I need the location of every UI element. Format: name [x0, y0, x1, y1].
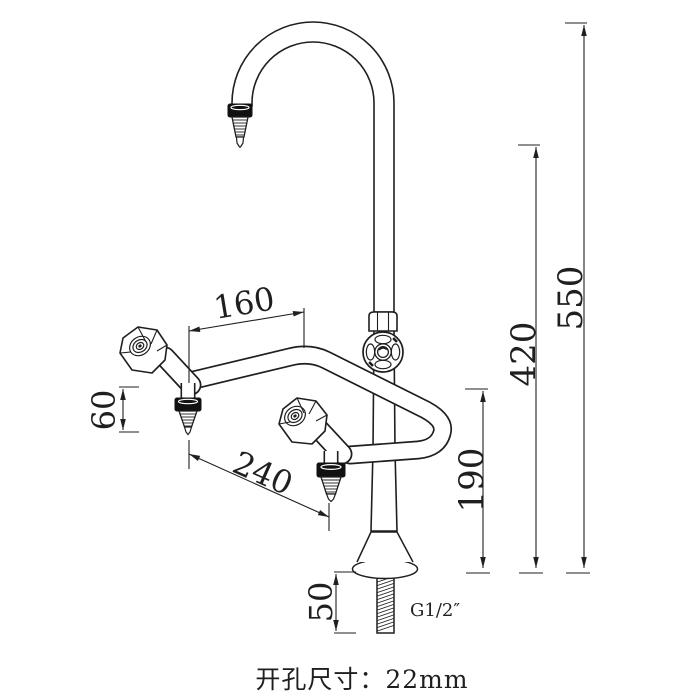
dim-spout-outlet-height-420 [518, 144, 543, 574]
dim-total-height-label: 550 [551, 266, 591, 331]
right-valve-knob [278, 397, 328, 445]
wheel-tick-sw [368, 361, 374, 367]
left-outlet-nozzle [174, 397, 202, 436]
right-valve [278, 397, 353, 503]
threaded-shank [376, 575, 395, 634]
hole-size-caption: 开孔尺寸：22mm [255, 665, 468, 694]
right-nozzle-serrations [322, 479, 340, 493]
dim-outlet-span-240 [188, 440, 330, 531]
hex-nut [368, 311, 398, 332]
valve-wheel [362, 331, 404, 373]
dim-total-height-550 [565, 22, 590, 574]
spout-outlet-nozzle [227, 103, 253, 148]
dim-nozzle-length-label: 60 [85, 390, 123, 431]
gooseneck-spout [231, 21, 395, 313]
dim-arm-outlet-height-190 [465, 388, 490, 574]
wheel-tick-ne [392, 337, 398, 343]
right-outlet-nozzle [316, 462, 346, 503]
dim-nozzle-length-60 [119, 386, 139, 433]
dim-spout-outlet-height-label: 420 [504, 322, 544, 387]
right-knob-face-rings [284, 405, 306, 427]
left-knob-face-rings [129, 335, 151, 357]
left-valve-knob [119, 326, 168, 374]
left-valve [119, 326, 202, 436]
thread-spec-label: G1/2″ [410, 600, 460, 621]
left-nozzle-serrations [180, 413, 196, 427]
dim-deck-shank-label: 50 [302, 582, 340, 623]
spout-nozzle-serrations [232, 119, 248, 136]
dim-arm-outlet-height-label: 190 [452, 448, 492, 513]
arm-loop-pipe [184, 345, 452, 465]
dim-outlet-span-label: 240 [227, 443, 298, 503]
base-cone [356, 531, 414, 563]
dim-spout-reach-160 [188, 308, 305, 383]
dim-spout-reach-label: 160 [211, 279, 277, 326]
mounting-flange [351, 558, 419, 580]
left-valve-body [154, 346, 202, 399]
dim-deck-shank-50 [333, 571, 356, 634]
thread-hatching [377, 576, 394, 632]
